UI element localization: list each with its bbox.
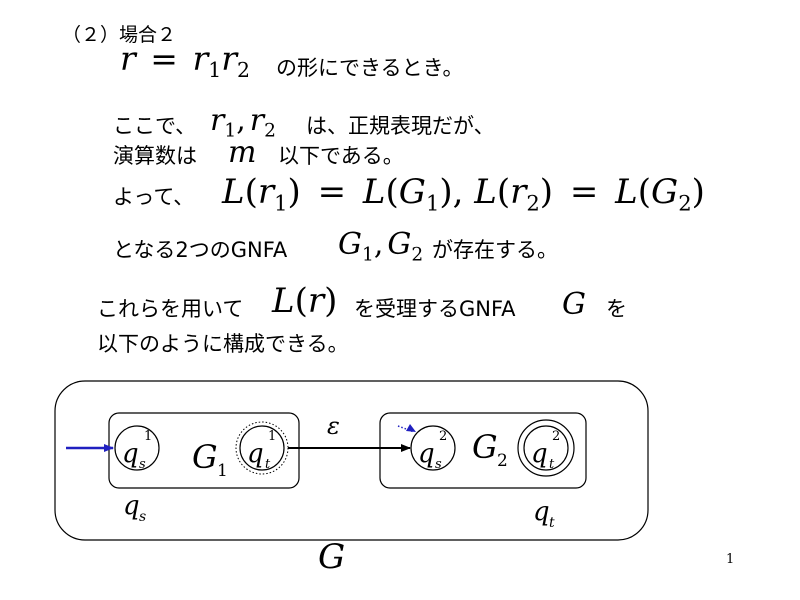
label-G2-G: G xyxy=(472,428,498,466)
label-qt2-q: q xyxy=(531,439,548,469)
label-qs2-s: s xyxy=(435,457,442,472)
label-qs2-q: q xyxy=(418,439,435,469)
label-new-qt-q: q xyxy=(533,497,550,527)
label-epsilon: ε xyxy=(327,412,340,440)
line6-middle: を受理するGNFA xyxy=(354,297,516,321)
gnfa-G-outer-box xyxy=(54,380,649,541)
line1-text: の形にできるとき。 xyxy=(276,56,464,80)
section-heading: （２）場合２ xyxy=(62,24,177,46)
math-var-r1: r xyxy=(192,39,209,78)
label-new-qs-s: s xyxy=(139,509,146,525)
math-m: m xyxy=(228,135,257,170)
label-G1-G: G xyxy=(192,438,218,476)
label-G2-sub: 2 xyxy=(497,451,508,471)
math-language-equation: L(r1) = L(G1), L(r2) = L(G2) xyxy=(222,172,705,216)
label-qs2-sup: 2 xyxy=(439,429,447,444)
label-qs1-q: q xyxy=(122,439,139,469)
state-qt1 xyxy=(239,425,285,471)
math-var-r2: r xyxy=(221,39,238,78)
label-qs1-sup: 1 xyxy=(144,429,152,444)
state-qs2 xyxy=(410,425,456,471)
math-r-equals-r1r2: r = r1r2 xyxy=(120,42,250,81)
line5-prefix: となる2つのGNFA xyxy=(113,238,288,262)
label-qt1-q: q xyxy=(247,439,264,469)
state-qt2 xyxy=(523,425,569,471)
line6-prefix: これらを用いて xyxy=(97,297,244,321)
state-qt2-outer-ring xyxy=(517,419,575,477)
line3-suffix: 以下である。 xyxy=(278,144,404,168)
math-L-of-r: L(r) xyxy=(272,281,338,321)
math-sub-1: 1 xyxy=(208,58,222,83)
line4-prefix: よって、 xyxy=(113,185,195,209)
label-qt2-t: t xyxy=(549,457,555,472)
math-equals: = xyxy=(150,39,178,78)
gnfa-G2-box xyxy=(379,412,587,489)
math-var-r: r xyxy=(120,39,136,78)
label-qs1-s: s xyxy=(139,457,146,472)
label-G1-sub: 1 xyxy=(217,461,228,481)
label-qt1-t: t xyxy=(265,457,271,472)
label-new-qt-t: t xyxy=(549,515,555,531)
label-new-qs-q: q xyxy=(123,491,140,521)
line3-prefix: 演算数は xyxy=(113,144,197,168)
math-sub-2: 2 xyxy=(237,58,251,83)
label-qt1-sup: 1 xyxy=(268,429,276,444)
line2-suffix: は、正規表現だが、 xyxy=(306,114,495,138)
state-qs1 xyxy=(114,425,160,471)
line5-suffix: が存在する。 xyxy=(432,238,558,262)
label-outer-G: G xyxy=(318,537,345,577)
line7-text: 以下のように構成できる。 xyxy=(97,332,349,356)
math-G1-G2: G1,G2 xyxy=(338,227,424,266)
line6-suffix: を xyxy=(606,297,627,321)
math-r1-r2: r1,r2 xyxy=(210,103,276,142)
line2-prefix: ここで、 xyxy=(113,114,197,138)
label-qt2-sup: 2 xyxy=(552,429,560,444)
math-G: G xyxy=(562,287,586,322)
page-number: 1 xyxy=(726,552,735,567)
old-start-arrowhead xyxy=(406,424,416,432)
